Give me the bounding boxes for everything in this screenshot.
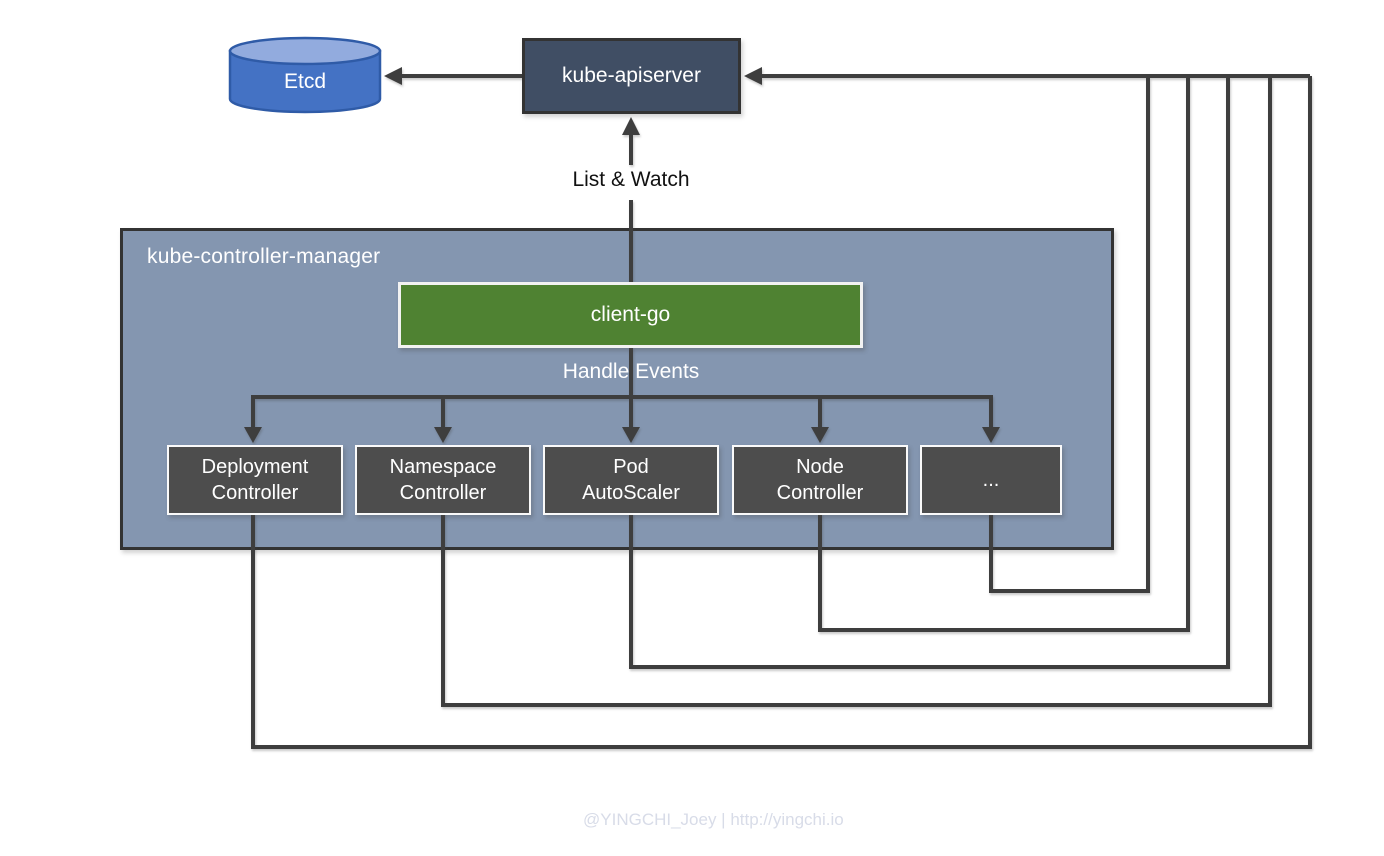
edge-branch-bus (251, 395, 993, 430)
pod-autoscaler-label: Pod AutoScaler (582, 456, 680, 504)
database-icon (228, 36, 382, 114)
deployment-controller-label: Deployment Controller (201, 456, 309, 504)
node-controller-node: Node Controller (732, 445, 908, 515)
etcd-label: Etcd (283, 70, 327, 93)
ellipsis-controller-node: ... (920, 445, 1062, 515)
namespace-controller-label: Namespace Controller (389, 456, 497, 504)
etcd-node: Etcd (228, 36, 382, 116)
edge-return-deployment (251, 76, 1312, 749)
edge-return-pod (629, 76, 1230, 669)
deployment-controller-node: Deployment Controller (167, 445, 343, 515)
client-go-node: client-go (398, 282, 863, 348)
node-controller-label: Node Controller (776, 456, 864, 504)
ellipsis-controller-label: ... (982, 469, 1000, 491)
handle-events-label: Handle Events (562, 360, 700, 383)
kube-apiserver-node: kube-apiserver (522, 38, 741, 114)
edge-return-ellipsis (989, 76, 1150, 593)
pod-autoscaler-node: Pod AutoScaler (543, 445, 719, 515)
arrowhead-up-into-apiserver-icon (622, 117, 640, 135)
arrowhead-into-etcd-icon (384, 67, 402, 85)
arrowhead-into-node-icon (811, 427, 829, 443)
edge-return-node (818, 76, 1190, 632)
edge-return-namespace (441, 76, 1272, 707)
kube-controller-manager-label: kube-controller-manager (147, 245, 381, 268)
arrowhead-into-deployment-icon (244, 427, 262, 443)
arrowhead-into-apiserver-icon (744, 67, 762, 85)
namespace-controller-node: Namespace Controller (355, 445, 531, 515)
arrowhead-into-namespace-icon (434, 427, 452, 443)
arrowhead-into-ellipsis-icon (982, 427, 1000, 443)
arrowhead-into-pod-icon (622, 427, 640, 443)
watermark-text: @YINGCHI_Joey | http://yingchi.io (583, 810, 844, 829)
client-go-label: client-go (590, 303, 671, 326)
list-watch-label: List & Watch (572, 168, 690, 191)
kube-apiserver-label: kube-apiserver (562, 64, 701, 87)
